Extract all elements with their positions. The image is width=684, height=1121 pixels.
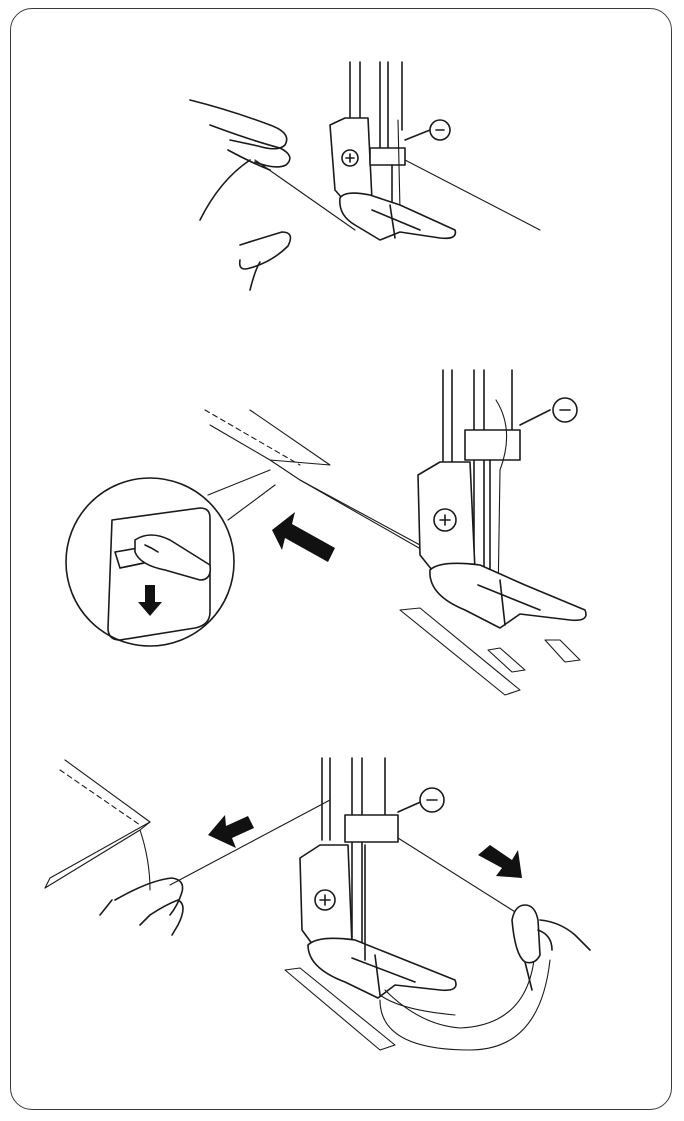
pull-left-arrow	[208, 815, 254, 848]
hand-left-3	[99, 877, 184, 936]
hand-1	[189, 99, 292, 291]
panel-2-lower-foot-and-sew	[65, 369, 587, 696]
pull-right-arrow	[478, 845, 522, 878]
press-down-arrow	[138, 585, 162, 616]
presser-foot-1	[329, 61, 457, 241]
panel-1-place-fabric	[189, 61, 541, 291]
presser-foot-2	[417, 369, 587, 629]
presser-foot-lever-inset	[65, 469, 276, 647]
fabric-left	[44, 759, 151, 889]
hand-right-3	[511, 904, 591, 991]
feed-direction-arrow	[272, 512, 335, 562]
panel-3-pull-threads	[44, 757, 591, 1051]
presser-foot-3	[299, 757, 457, 999]
